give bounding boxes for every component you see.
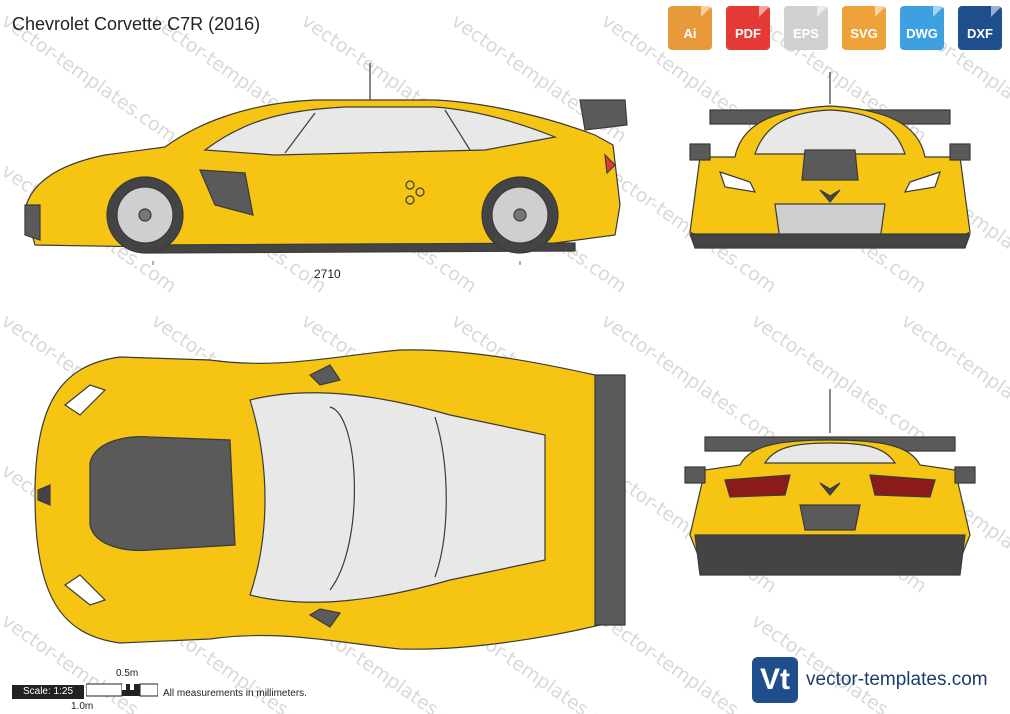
ai-format-label: Ai	[683, 26, 697, 41]
top-view-drawing	[34, 349, 626, 650]
svg-format-label: SVG	[850, 26, 878, 41]
dxf-format-label: DXF	[967, 26, 993, 41]
eps-format-button[interactable]: EPS	[784, 6, 828, 50]
scale-label: Scale: 1:25	[12, 685, 84, 699]
side-view-drawing	[24, 63, 628, 265]
ai-format-button[interactable]: Ai	[668, 6, 712, 50]
svg-format-button[interactable]: SVG	[842, 6, 886, 50]
pdf-format-label: PDF	[735, 26, 761, 41]
scale-one-meter-label: 1.0m	[71, 701, 94, 712]
page-title: Chevrolet Corvette C7R (2016)	[12, 14, 261, 34]
dwg-format-button[interactable]: DWG	[900, 6, 944, 50]
site-link[interactable]: vector-templates.com	[806, 669, 988, 690]
wheelbase-dimension: 2710	[314, 267, 341, 281]
rear-view-drawing	[684, 389, 976, 576]
dwg-format-label: DWG	[906, 26, 938, 41]
measurement-note: All measurements in millimeters.	[163, 688, 307, 699]
pdf-format-button[interactable]: PDF	[726, 6, 770, 50]
dxf-format-button[interactable]: DXF	[958, 6, 1002, 50]
front-view-drawing	[689, 72, 971, 249]
scale-half-meter-label: 0.5m	[116, 668, 139, 679]
scale-bar	[86, 683, 158, 697]
vt-logo-icon[interactable]: Vt	[752, 657, 798, 703]
eps-format-label: EPS	[792, 26, 819, 41]
